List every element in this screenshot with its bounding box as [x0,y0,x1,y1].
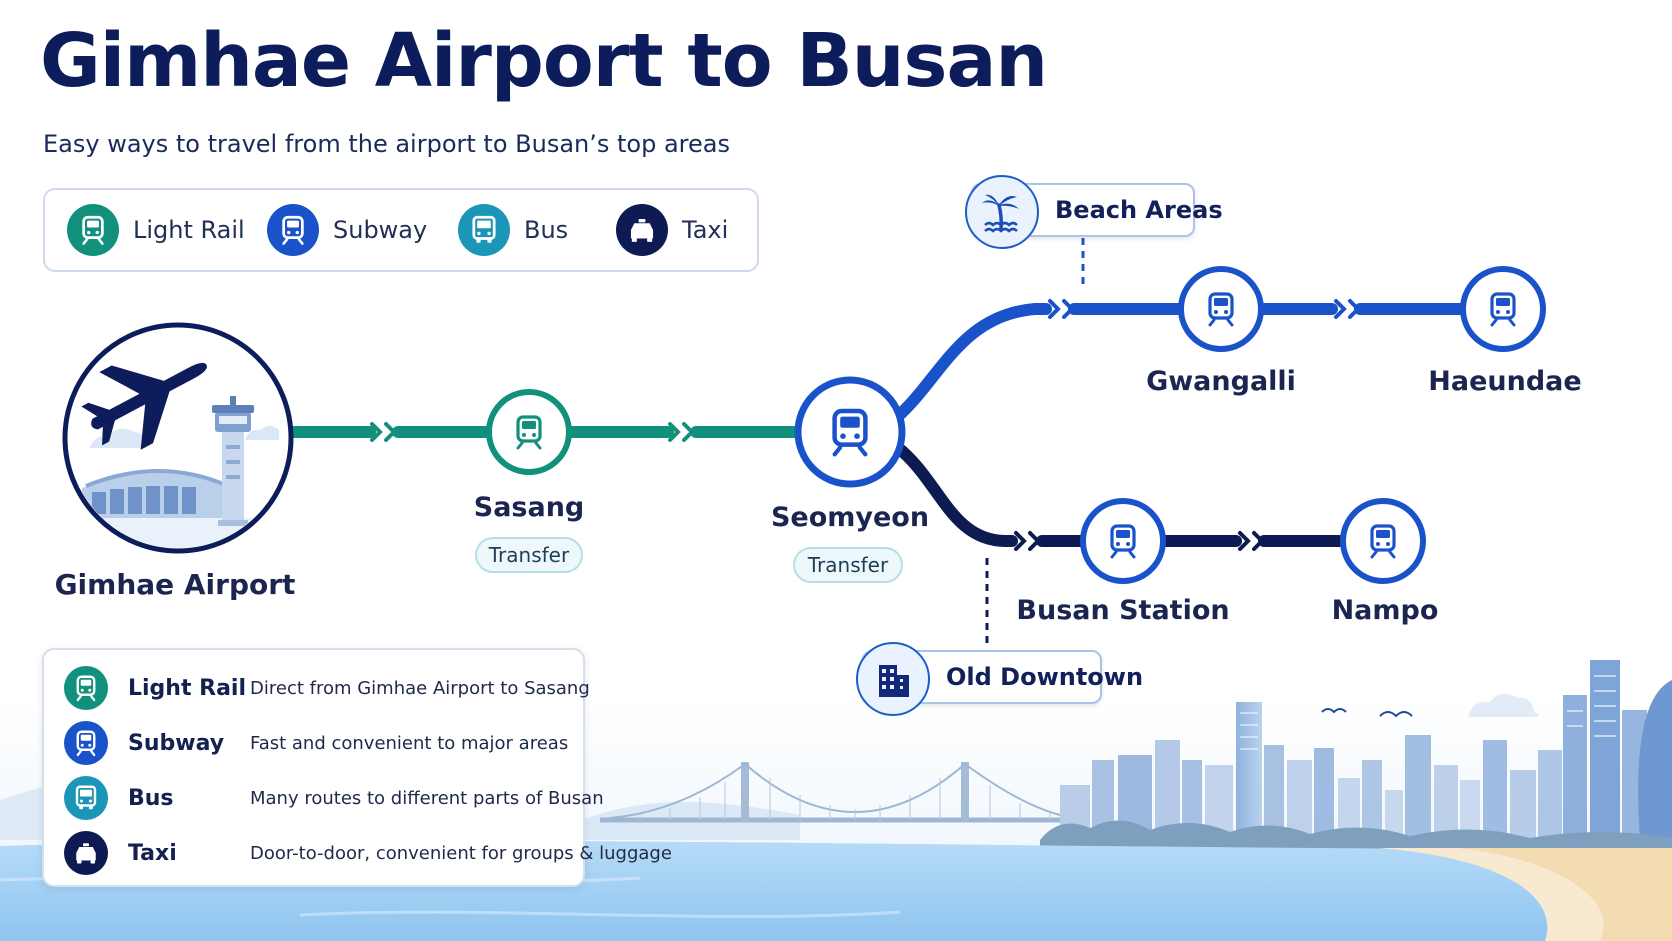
transport-info-panel: Light Rail Direct from Gimhae Airport to… [42,648,672,887]
info-name: Bus [128,785,174,811]
info-desc: Many routes to different parts of Busan [250,787,604,809]
legend-label: Subway [333,216,428,244]
station-label-seomyeon: Seomyeon [770,502,930,533]
legend-item-subway: Subway [267,190,427,270]
legend-label: Light Rail [133,216,245,244]
legend-item-bus: Bus [458,190,568,270]
info-row-subway: Subway Fast and convenient to major area… [64,719,568,767]
legend-item-taxi: Taxi [616,190,728,270]
station-label-gimhae-airport: Gimhae Airport [54,568,296,601]
subway-route-beach [890,299,1468,424]
area-tag-beach: Beach Areas [965,175,1223,249]
light-rail-route [284,422,802,442]
bus-icon [458,204,510,256]
train-icon [64,721,108,765]
legend-item-light-rail: Light Rail [67,190,245,270]
area-tag-old-downtown: Old Downtown [856,642,1143,716]
station-node-seomyeon [794,376,906,488]
info-desc: Door-to-door, convenient for groups & lu… [250,842,672,864]
building-icon [856,642,930,716]
transfer-badge-sasang: Transfer [475,537,583,573]
info-desc: Direct from Gimhae Airport to Sasang [250,677,590,699]
station-node-busan-station [1080,498,1166,584]
train-icon [267,204,319,256]
info-name: Light Rail [128,675,247,701]
legend-label: Taxi [682,216,729,244]
bus-icon [64,776,108,820]
station-node-nampo [1340,498,1426,584]
station-node-haeundae [1460,266,1546,352]
bridge [600,762,1080,823]
station-label-nampo: Nampo [1331,595,1439,626]
info-name: Taxi [128,840,177,866]
taxi-icon [64,831,108,875]
taxi-icon [616,204,668,256]
transport-legend: Light Rail Subway Bus Taxi [43,188,759,272]
airport-illustration [62,322,294,554]
train-icon [64,666,108,710]
area-label-old-downtown: Old Downtown [946,663,1144,691]
city-skyline [1040,660,1672,850]
area-label-beach: Beach Areas [1055,196,1223,224]
info-row-light-rail: Light Rail Direct from Gimhae Airport to… [64,664,590,712]
info-row-bus: Bus Many routes to different parts of Bu… [64,774,604,822]
page-title: Gimhae Airport to Busan [40,18,1048,104]
station-label-gwangalli: Gwangalli [1146,366,1296,397]
station-node-gwangalli [1178,266,1264,352]
transfer-badge-seomyeon: Transfer [793,547,903,583]
airplane-icon [81,362,207,450]
page-subtitle: Easy ways to travel from the airport to … [43,130,730,158]
subway-route-downtown [890,440,1348,551]
palm-tree-icon [965,175,1039,249]
station-label-busan-station: Busan Station [1016,595,1230,626]
info-name: Subway [128,730,225,756]
train-icon [67,204,119,256]
legend-label: Bus [524,216,569,244]
station-label-sasang: Sasang [473,492,585,523]
info-desc: Fast and convenient to major areas [250,732,569,754]
station-node-sasang [486,389,572,475]
station-label-haeundae: Haeundae [1428,366,1582,397]
info-row-taxi: Taxi Door-to-door, convenient for groups… [64,829,672,877]
